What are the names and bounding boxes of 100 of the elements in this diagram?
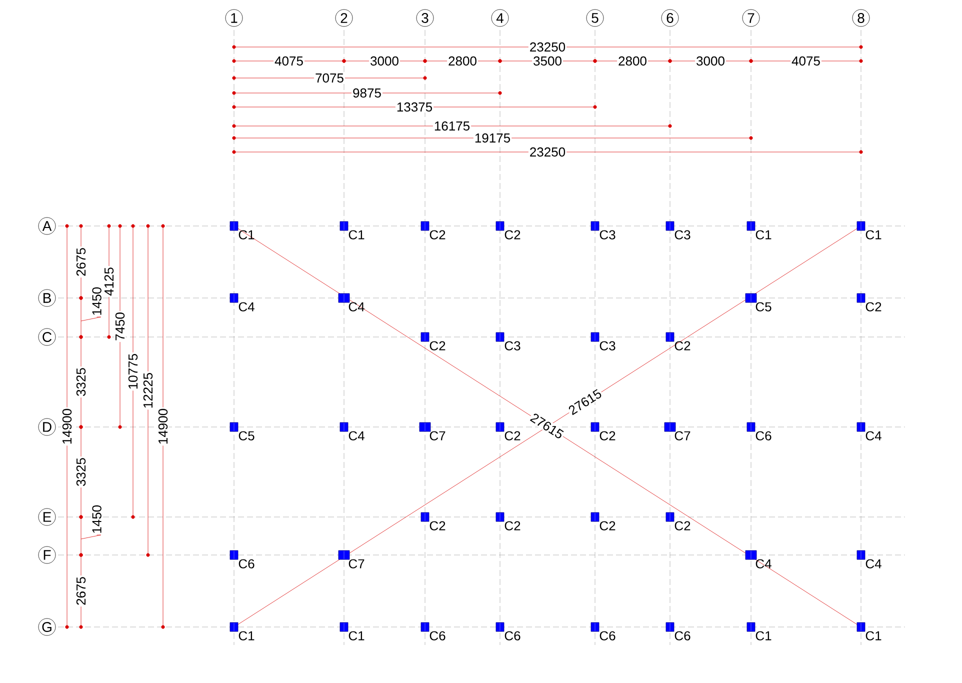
node-label: C2 [430,230,446,240]
column-mark: C2 [856,293,882,312]
node-label: C6 [674,631,690,640]
node-label: C2 [504,431,520,440]
dimension-text: 2675 [75,246,87,278]
grid-bubble: C [38,328,56,346]
column-mark: C7 [338,550,364,568]
dimension-text: 16175 [432,120,472,132]
node-label: C6 [504,631,520,640]
dimension-text: 1450 [92,287,102,315]
column-mark: C2 [666,332,690,350]
column-mark: C3 [496,332,520,350]
dimension-text: 23250 [528,146,567,158]
column-mark: C1 [746,221,772,240]
column-mark: C5 [230,422,254,440]
column-mark: C6 [746,422,772,440]
dimension-text: 3000 [369,55,400,67]
dimension-text: 4125 [103,266,115,297]
dimension-text: 3500 [532,55,563,67]
node-label: C2 [674,341,690,350]
column-mark: C4 [230,293,254,312]
node-label: C4 [866,559,882,568]
column-mark: C6 [420,622,446,640]
node-label: C2 [504,230,520,240]
node-label: C6 [238,559,254,568]
column-mark: C2 [420,512,446,530]
grid-bubble: D [38,418,56,436]
column-mark: C2 [590,512,616,530]
node-label: C3 [600,230,616,240]
column-mark: C7 [664,422,690,440]
column-mark: C2 [420,332,446,350]
column-mark: C1 [856,622,882,640]
node-label: C7 [430,431,446,440]
dimension-text: 3325 [75,366,87,398]
node-label: C2 [430,521,446,530]
dimension-text: 2675 [75,576,87,606]
grid-bubble: 4 [491,9,509,27]
node-label: C4 [866,431,882,440]
column-mark: C2 [420,221,446,240]
node-label: C2 [600,521,616,530]
node-label: C1 [238,631,254,640]
dimension-text: 23250 [528,41,567,53]
dimension-text: 9875 [352,87,382,99]
grid-bubble: 6 [661,9,679,27]
column-mark: C1 [746,622,772,640]
node-label: C1 [756,230,772,240]
grid-bubble: 1 [225,9,243,27]
dimension-text: 2800 [617,55,648,67]
node-label: C7 [348,559,364,568]
node-label: C2 [504,521,520,530]
node-label: C6 [600,631,616,640]
grid-bubble: 3 [416,9,434,27]
dimension-text: 12225 [142,371,154,410]
node-label: C1 [348,631,364,640]
dimension-text: 19175 [473,132,512,144]
grid-bubble: G [38,618,56,636]
node-label: C2 [866,302,882,312]
grid-bubble: 7 [742,9,760,27]
column-mark: C2 [496,422,520,440]
dimension-text: 3000 [695,55,726,67]
column-mark: C6 [230,550,254,568]
node-label: C1 [866,631,882,640]
node-label: C3 [600,341,616,350]
node-label: C3 [674,230,690,240]
column-mark: C2 [496,512,520,530]
dimension-text: 2800 [447,55,478,67]
column-mark: C6 [590,622,616,640]
column-mark: C6 [666,622,690,640]
node-label: C6 [756,431,772,440]
grid-bubble: 2 [335,9,353,27]
column-mark: C1 [340,221,364,240]
column-mark: C3 [590,332,616,350]
dimension-text: 7075 [314,72,345,84]
column-mark: C7 [419,422,446,440]
column-mark: C1 [856,221,882,240]
column-mark: C4 [340,422,364,440]
column-mark: C5 [745,293,772,312]
column-mark: C3 [590,221,616,240]
dimension-text: 1450 [92,505,102,533]
grid-bubble: B [38,289,56,307]
column-mark: C3 [666,221,690,240]
column-mark: C2 [590,422,616,440]
grid-bubble: F [38,546,56,564]
grid-bubble: E [38,508,56,526]
leader-line [80,534,101,540]
node-label: C7 [674,431,690,440]
column-mark: C1 [340,622,364,640]
column-mark: C4 [856,550,882,568]
dimension-text: 3325 [75,456,87,488]
node-label: C2 [600,431,616,440]
leader-line [80,316,101,322]
node-label: C4 [238,302,254,312]
dimension-text: 4075 [790,55,822,67]
node-label: C2 [674,521,690,530]
column-mark: C2 [666,512,690,530]
node-label: C1 [866,230,882,240]
node-label: C6 [430,631,446,640]
node-label: C1 [348,230,364,240]
node-label: C3 [504,341,520,350]
node-label: C5 [756,302,772,312]
